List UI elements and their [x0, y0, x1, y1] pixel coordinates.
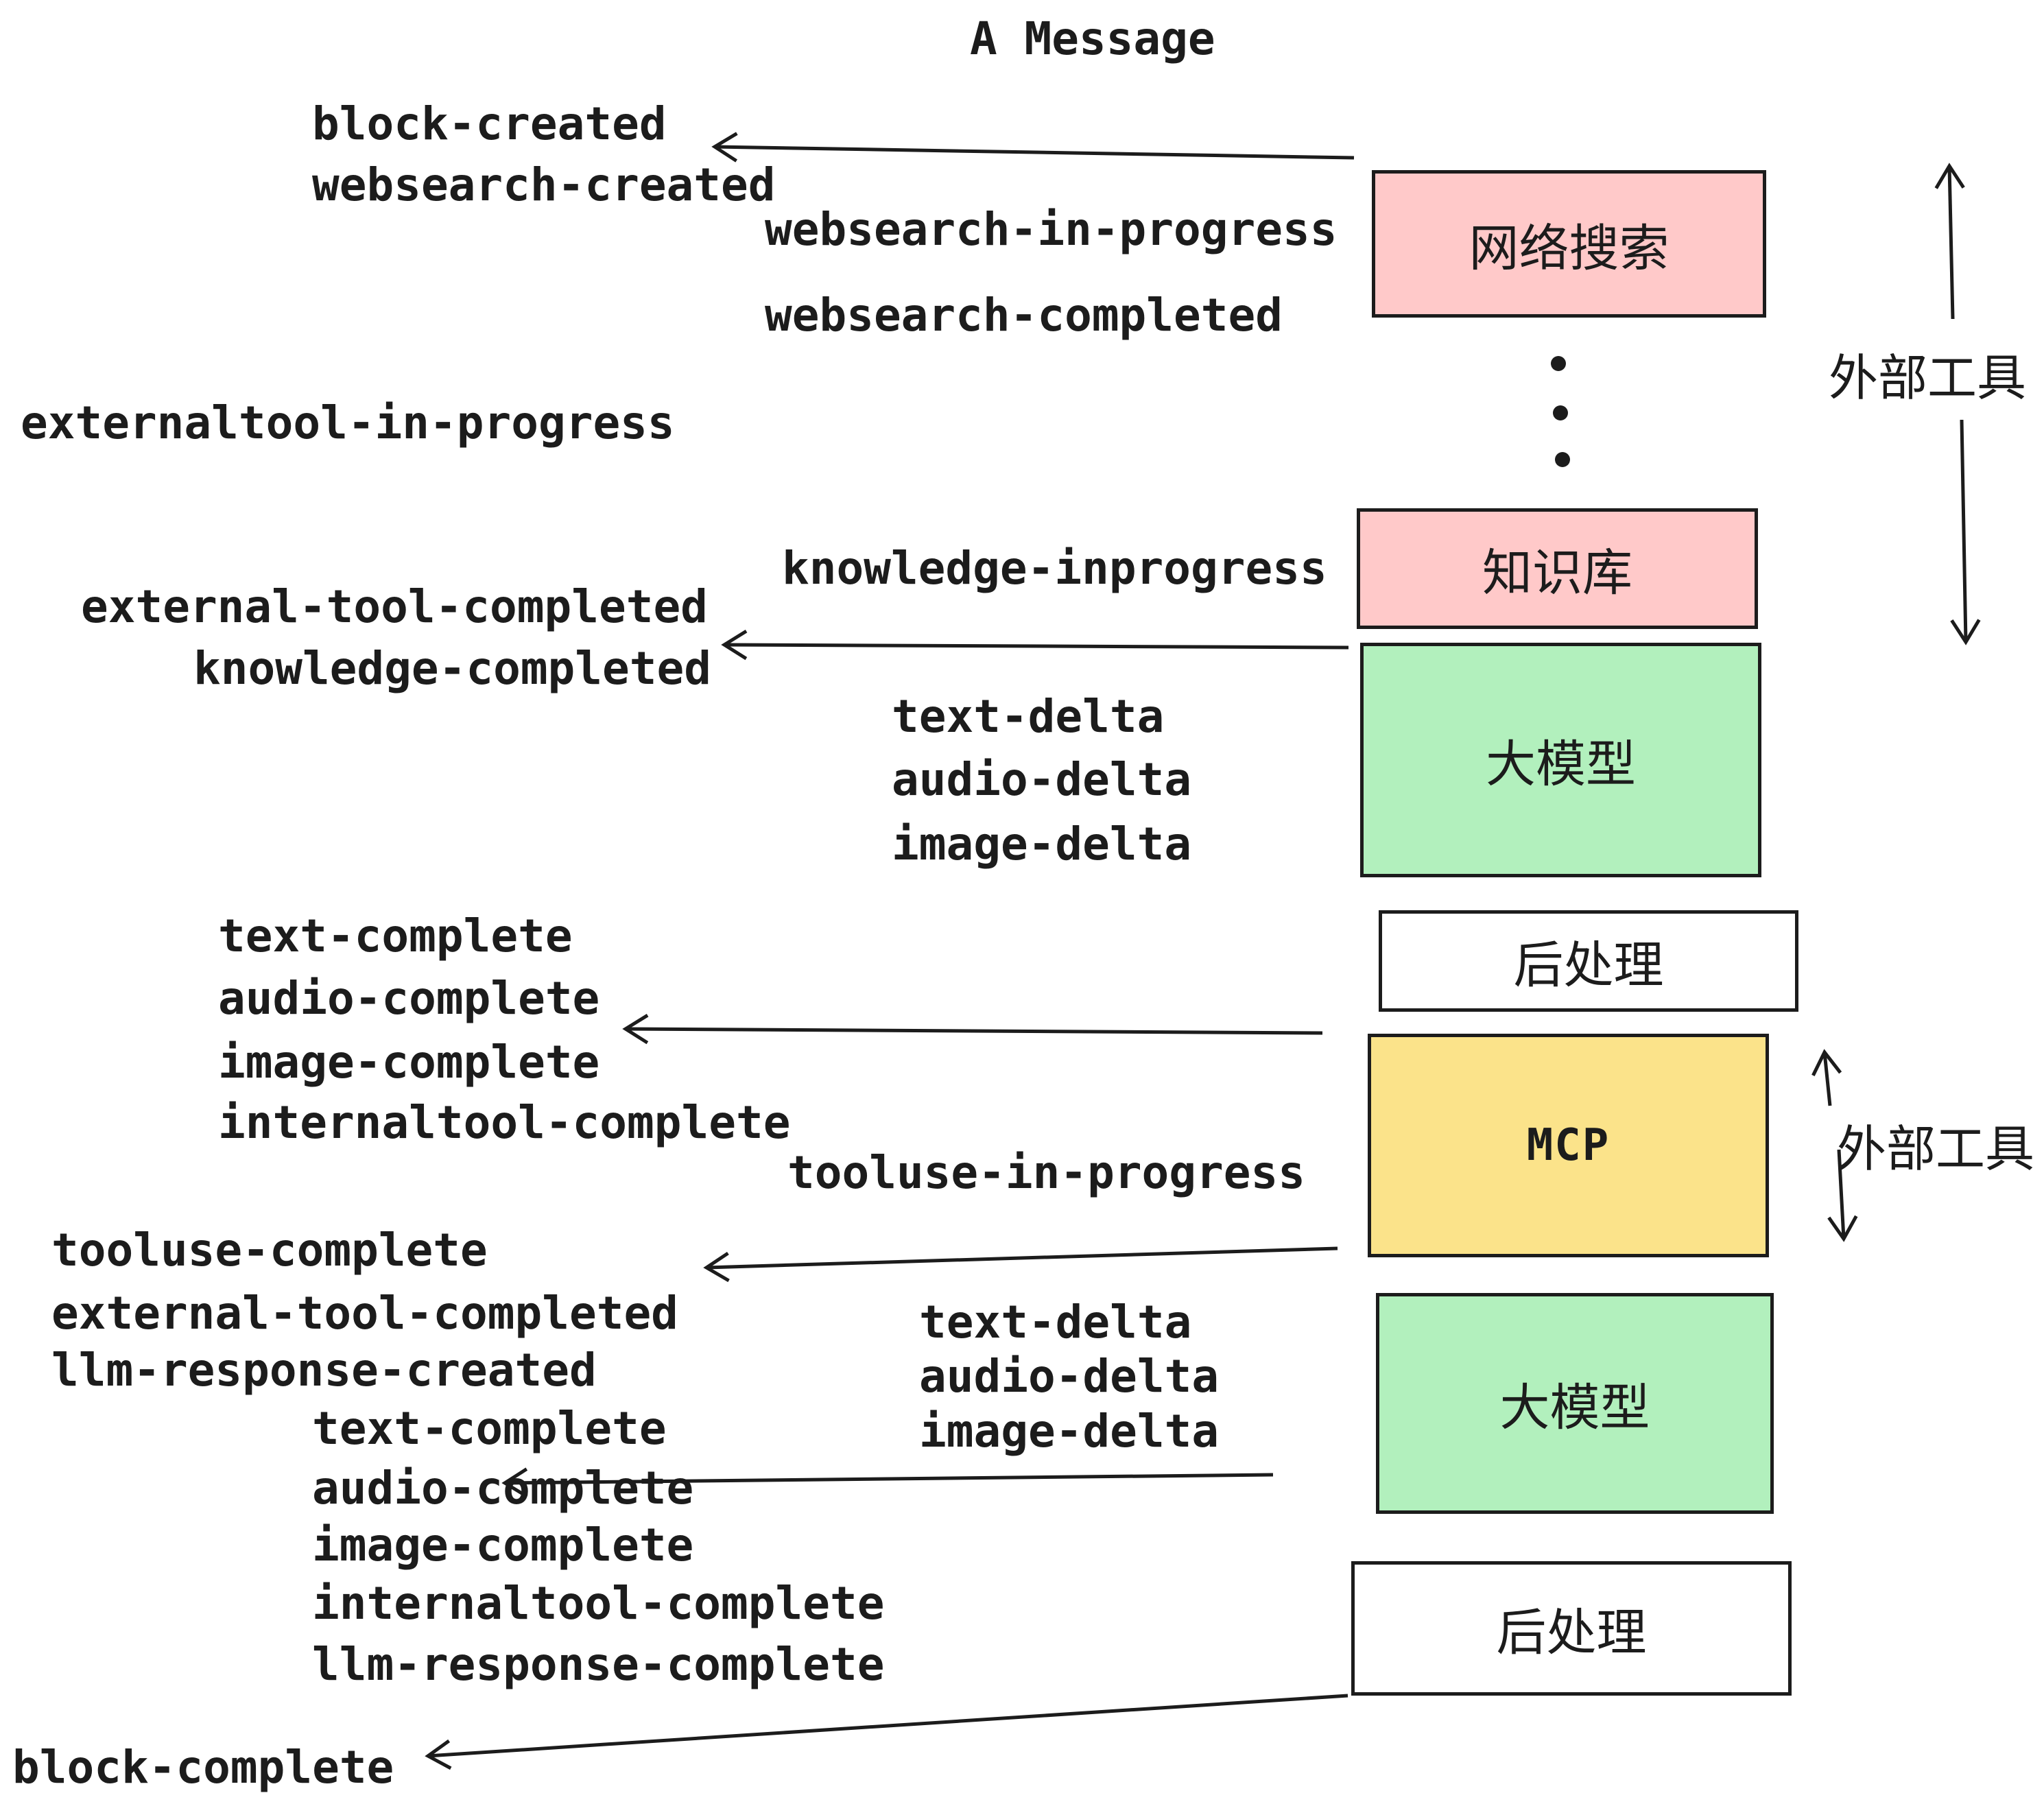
event-image-complete-1: image-complete — [218, 1036, 600, 1089]
node-websearch: 网络搜索 — [1372, 170, 1766, 318]
event-tooluse-in-progress: tooluse-in-progress — [787, 1146, 1305, 1199]
event-tooluse-complete: tooluse-complete — [51, 1224, 488, 1277]
event-externaltool-in-progress: externaltool-in-progress — [21, 396, 675, 449]
node-llm-1-label: 大模型 — [1486, 735, 1636, 794]
node-postprocess-2: 后处理 — [1351, 1561, 1792, 1696]
arrow-to-tooluse-complete — [703, 1246, 1338, 1283]
event-block-created: block-created — [312, 97, 667, 150]
node-knowledge-base-label: 知识库 — [1482, 544, 1632, 602]
external-tools-label-1: 外部工具 — [1829, 349, 2027, 407]
event-internaltool-complete-1: internaltool-complete — [218, 1096, 791, 1149]
node-postprocess-2-label: 后处理 — [1496, 1604, 1647, 1662]
event-llm-response-created: llm-response-created — [51, 1344, 597, 1397]
event-block-complete: block-complete — [12, 1741, 394, 1794]
event-audio-delta-2: audio-delta — [919, 1350, 1220, 1403]
external-tools-up-arrow-1 — [1934, 163, 1965, 320]
external-tools-down-arrow-1 — [1950, 419, 1981, 645]
node-mcp: MCP — [1368, 1034, 1769, 1257]
event-text-delta-1: text-delta — [892, 690, 1165, 743]
external-tools-up-arrow-2 — [1811, 1049, 1842, 1106]
node-postprocess-1: 后处理 — [1379, 910, 1798, 1012]
event-text-delta-2: text-delta — [919, 1296, 1192, 1349]
arrow-to-knowledge-completed — [721, 630, 1349, 661]
event-external-tool-completed-1: external-tool-completed — [81, 580, 708, 633]
node-knowledge-base: 知识库 — [1357, 508, 1758, 629]
event-image-delta-2: image-delta — [919, 1405, 1220, 1458]
node-llm-2-label: 大模型 — [1499, 1379, 1650, 1437]
event-image-complete-2: image-complete — [312, 1519, 694, 1571]
node-llm-1: 大模型 — [1360, 643, 1761, 877]
diagram-title: A Message — [970, 12, 1215, 65]
event-image-delta-1: image-delta — [892, 818, 1192, 870]
event-websearch-completed: websearch-completed — [765, 289, 1283, 342]
event-text-complete-1: text-complete — [218, 910, 573, 962]
event-audio-complete-1: audio-complete — [218, 972, 600, 1025]
arrow-to-block-complete — [425, 1694, 1348, 1770]
event-external-tool-completed-2: external-tool-completed — [51, 1287, 678, 1340]
event-llm-response-complete: llm-response-complete — [312, 1638, 885, 1691]
event-audio-complete-2: audio-complete — [312, 1462, 694, 1515]
node-llm-2: 大模型 — [1376, 1293, 1774, 1514]
event-internaltool-complete-2: internaltool-complete — [312, 1577, 885, 1630]
event-text-complete-2: text-complete — [312, 1402, 667, 1455]
arrow-to-image-complete — [622, 1014, 1323, 1045]
node-websearch-label: 网络搜索 — [1469, 219, 1669, 278]
event-audio-delta-1: audio-delta — [892, 753, 1192, 806]
event-knowledge-completed: knowledge-completed — [193, 642, 711, 695]
node-mcp-label: MCP — [1526, 1120, 1611, 1171]
arrow-to-block-created — [711, 132, 1355, 163]
event-websearch-created: websearch-created — [312, 158, 776, 211]
event-knowledge-inprogress: knowledge-inprogress — [782, 542, 1327, 595]
node-postprocess-1-label: 后处理 — [1513, 936, 1664, 995]
event-websearch-in-progress: websearch-in-progress — [765, 203, 1338, 256]
vertical-ellipsis-dots-icon — [1551, 356, 1570, 467]
external-tools-label-2: 外部工具 — [1837, 1120, 2035, 1178]
